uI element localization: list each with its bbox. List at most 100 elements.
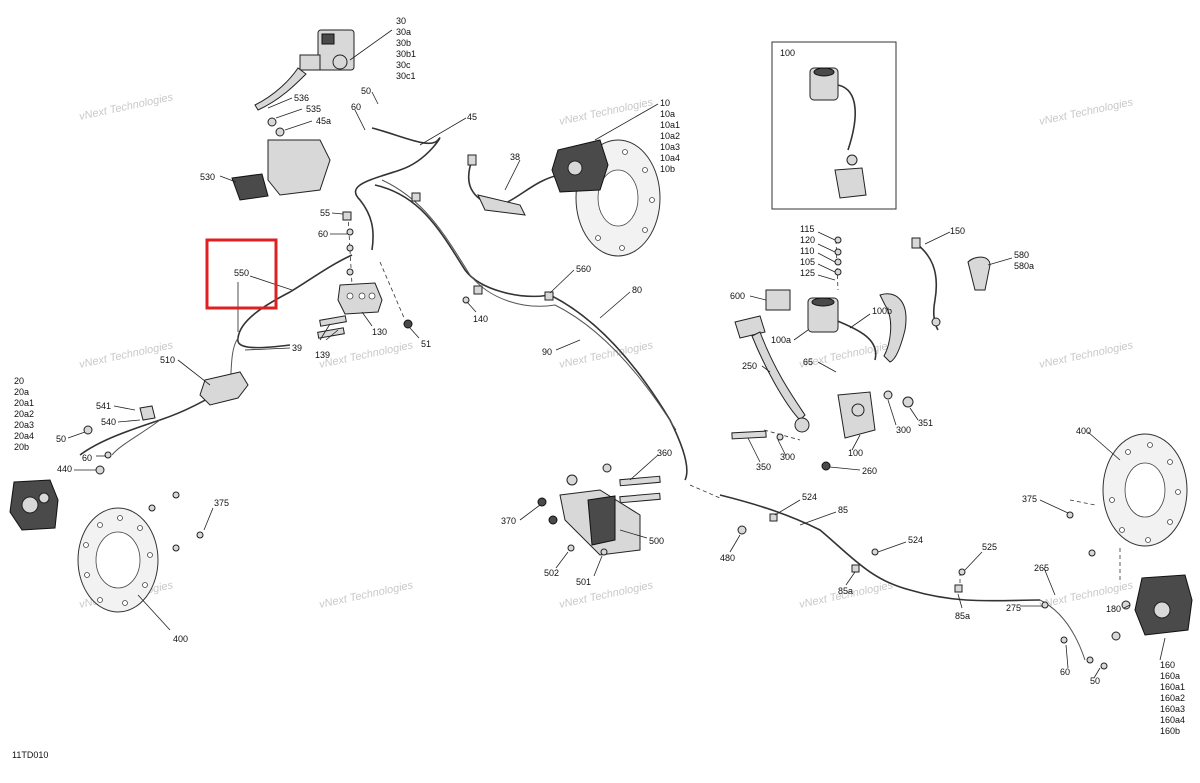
watermark: vNext Technologies xyxy=(558,579,654,611)
label-560: 560 xyxy=(576,264,591,274)
label-30b: 30b xyxy=(396,38,411,48)
label-65: 65 xyxy=(803,357,813,367)
label-350: 350 xyxy=(756,462,771,472)
label-580: 580 xyxy=(1014,250,1029,260)
bracket-500 xyxy=(537,463,661,556)
rear-caliper-160-and-disc xyxy=(1041,433,1193,670)
label-500: 500 xyxy=(649,536,664,546)
label-501: 501 xyxy=(576,577,591,587)
label-120: 120 xyxy=(800,235,815,245)
label-51: 51 xyxy=(421,339,431,349)
label-50c: 50 xyxy=(1090,676,1100,686)
label-265: 265 xyxy=(1034,563,1049,573)
label-580a: 580a xyxy=(1014,261,1034,271)
label-125: 125 xyxy=(800,268,815,278)
disc-400-left xyxy=(77,491,204,613)
label-110: 110 xyxy=(800,246,814,256)
label-85a-2: 85a xyxy=(955,611,970,621)
label-60: 60 xyxy=(351,102,361,112)
master-cylinder-30 xyxy=(254,29,355,111)
label-20: 20 xyxy=(14,376,24,386)
label-180: 180 xyxy=(1106,604,1121,614)
label-10a4: 10a4 xyxy=(660,153,680,163)
bracket-530 xyxy=(231,117,331,201)
label-100b: 100b xyxy=(872,306,892,316)
label-60c: 60 xyxy=(82,453,92,463)
label-50: 50 xyxy=(361,86,371,96)
label-550: 550 xyxy=(234,268,249,278)
brake-pedal-250 xyxy=(731,315,831,471)
label-530: 530 xyxy=(200,172,215,182)
label-160b: 160b xyxy=(1160,726,1180,736)
label-30c: 30c xyxy=(396,60,411,70)
leader-lines xyxy=(67,29,1166,679)
watermark: vNext Technologies xyxy=(318,339,414,371)
watermark: vNext Technologies xyxy=(78,91,174,123)
label-90: 90 xyxy=(542,347,552,357)
label-38: 38 xyxy=(510,152,520,162)
label-30: 30 xyxy=(396,16,406,26)
label-10b: 10b xyxy=(660,164,675,174)
label-600: 600 xyxy=(730,291,745,301)
watermark: vNext Technologies xyxy=(1038,339,1134,371)
label-100a: 100a xyxy=(771,335,791,345)
label-480: 480 xyxy=(720,553,735,563)
rear-clamps xyxy=(737,513,966,593)
label-10a1: 10a1 xyxy=(660,120,680,130)
label-524b: 524 xyxy=(908,535,923,545)
label-115: 115 xyxy=(800,224,814,234)
drawing-code: 11TD010 xyxy=(12,750,48,760)
label-10a: 10a xyxy=(660,109,675,119)
label-10a2: 10a2 xyxy=(660,131,680,141)
watermark: vNext Technologies xyxy=(558,339,654,371)
label-524: 524 xyxy=(802,492,817,502)
label-150: 150 xyxy=(950,226,965,236)
inset-100: 100 xyxy=(771,41,897,210)
caliper-10-and-disc xyxy=(467,139,661,257)
label-10: 10 xyxy=(660,98,670,108)
label-160a1: 160a1 xyxy=(1160,682,1185,692)
label-160a2: 160a2 xyxy=(1160,693,1185,703)
label-105: 105 xyxy=(800,257,815,267)
label-45: 45 xyxy=(467,112,477,122)
label-139: 139 xyxy=(315,350,330,360)
label-351: 351 xyxy=(918,418,933,428)
watermark: vNext Technologies xyxy=(318,579,414,611)
valve-510 xyxy=(83,371,249,475)
label-60b: 60 xyxy=(318,229,328,239)
caliper-20 xyxy=(9,479,59,531)
label-360: 360 xyxy=(657,448,672,458)
assembly-lines xyxy=(347,214,1121,590)
watermark: vNext Technologies xyxy=(558,96,654,128)
label-45a: 45a xyxy=(316,116,331,126)
watermark: vNext Technologies xyxy=(1038,96,1134,128)
label-541: 541 xyxy=(96,401,111,411)
label-85: 85 xyxy=(838,505,848,515)
label-260: 260 xyxy=(862,466,877,476)
label-375b: 375 xyxy=(1022,494,1037,504)
label-10a3: 10a3 xyxy=(660,142,680,152)
callout-labels: 30 30a 30b 30b1 30c 30c1 536 535 45a 530… xyxy=(12,16,1185,760)
label-502: 502 xyxy=(544,568,559,578)
label-140: 140 xyxy=(473,314,488,324)
label-20a3: 20a3 xyxy=(14,420,34,430)
label-20b: 20b xyxy=(14,442,29,452)
label-30c1: 30c1 xyxy=(396,71,416,81)
label-510: 510 xyxy=(160,355,175,365)
label-160a4: 160a4 xyxy=(1160,715,1185,725)
label-540: 540 xyxy=(101,417,116,427)
label-100c: 100 xyxy=(848,448,863,458)
label-50b: 50 xyxy=(56,434,66,444)
label-20a2: 20a2 xyxy=(14,409,34,419)
label-275: 275 xyxy=(1006,603,1021,613)
label-160a3: 160a3 xyxy=(1160,704,1185,714)
label-20a4: 20a4 xyxy=(14,431,34,441)
label-20a: 20a xyxy=(14,387,29,397)
label-370: 370 xyxy=(501,516,516,526)
label-525: 525 xyxy=(982,542,997,552)
label-130: 130 xyxy=(372,327,387,337)
label-535: 535 xyxy=(306,104,321,114)
label-375: 375 xyxy=(214,498,229,508)
label-30a: 30a xyxy=(396,27,411,37)
